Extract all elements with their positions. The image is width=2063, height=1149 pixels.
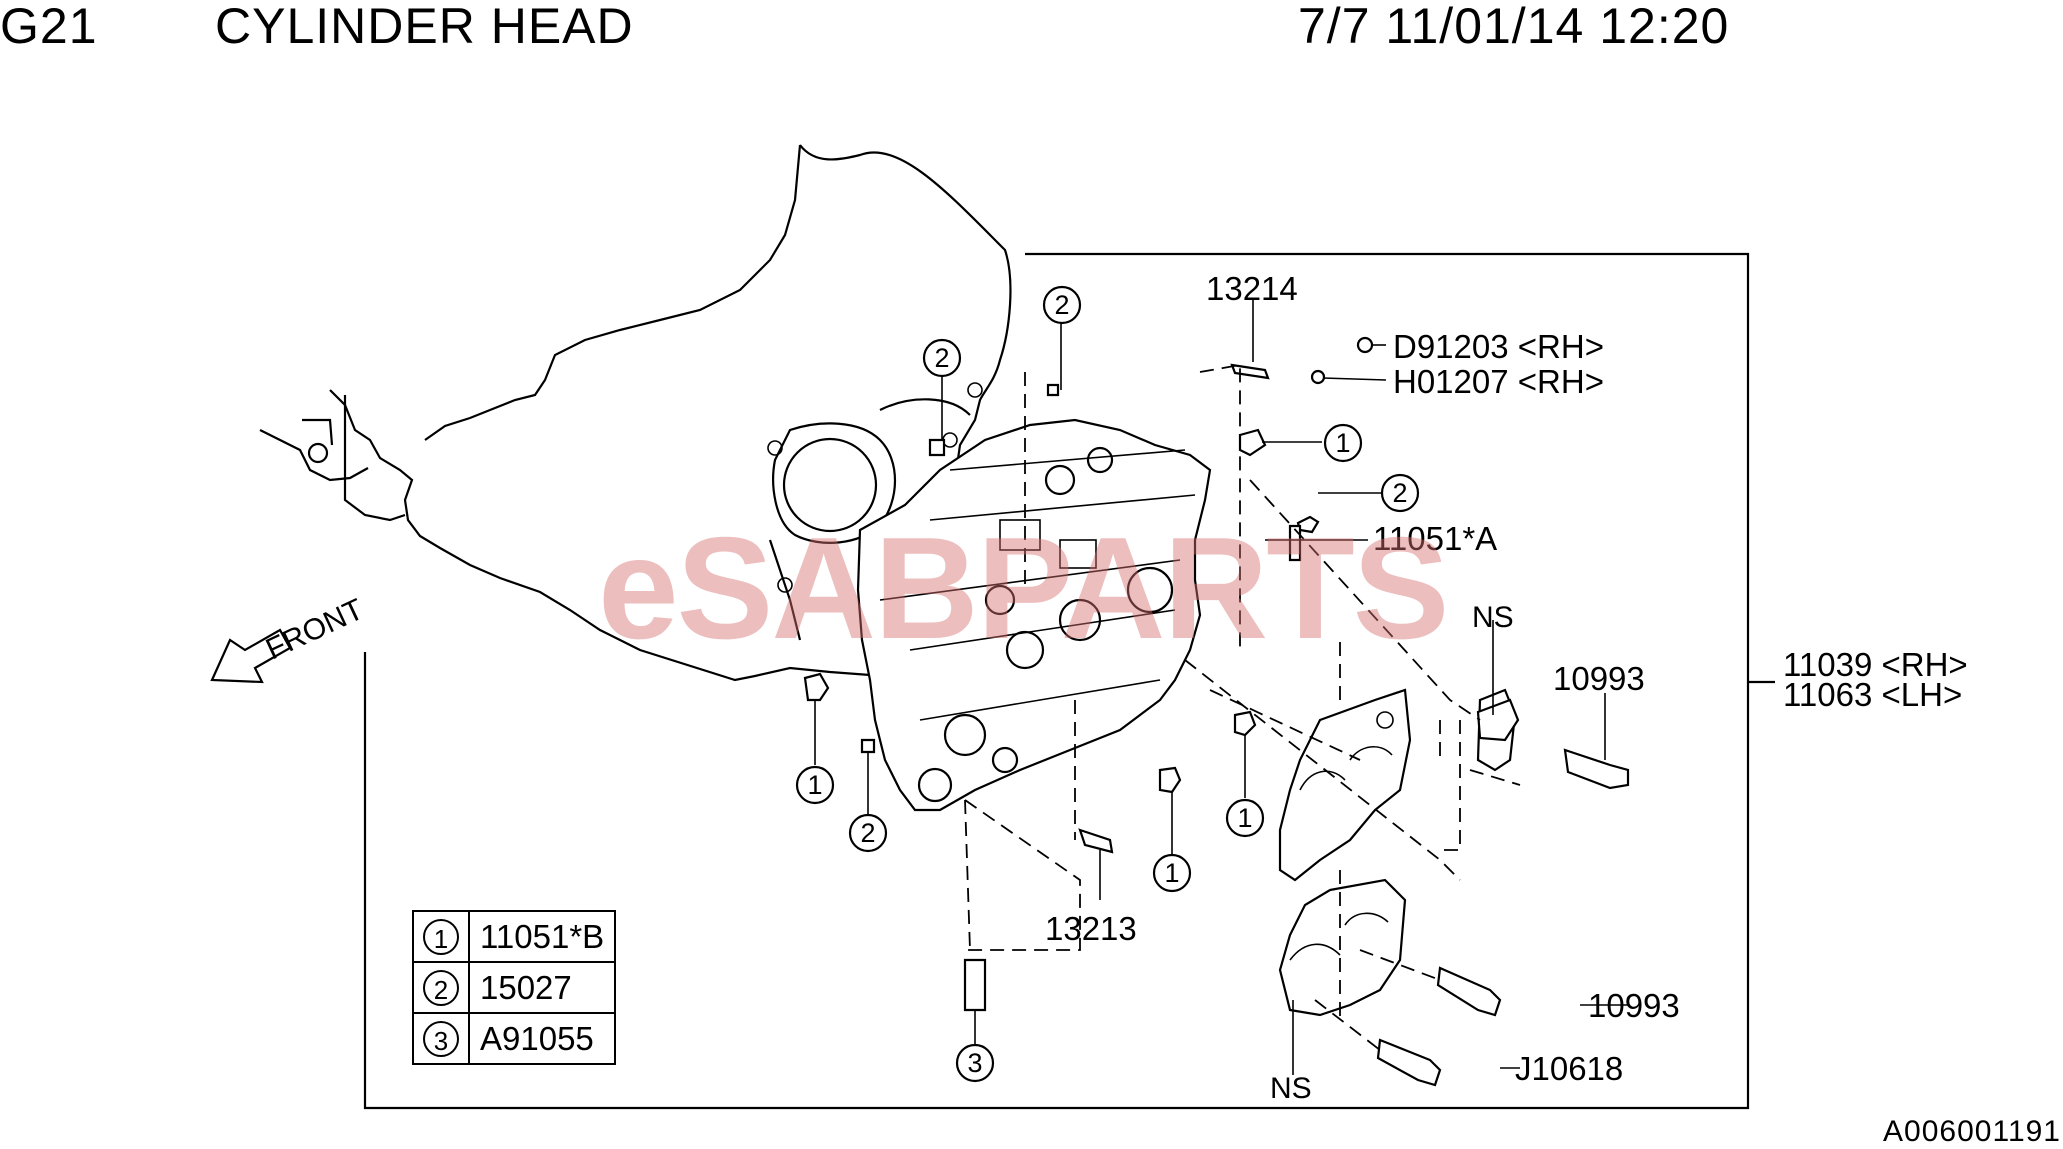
legend-symbol-cell: 2: [412, 961, 470, 1014]
legend-row: 1 11051*B: [412, 910, 617, 963]
assembly-dashed-lines: [964, 363, 1521, 1051]
circle-ref-label: 1: [1164, 858, 1179, 888]
circle-ref-label: 1: [1237, 803, 1252, 833]
parts-legend-table: 1 11051*B 2 15027 3 A91055: [412, 910, 617, 1065]
callout-11039: 11039 <RH>: [1783, 646, 1968, 683]
page-title: CYLINDER HEAD: [215, 0, 634, 54]
legend-part-cell: A91055: [467, 1012, 617, 1065]
camshaft-cap-lower: [1278, 878, 1407, 1017]
circle-ref-2-b: 2: [922, 338, 962, 378]
engine-block-outline: [259, 144, 1012, 682]
leader-lines: [814, 300, 1630, 1075]
circle-ref-label: 2: [860, 818, 875, 848]
circle-ref-2-a: 2: [1042, 285, 1082, 325]
circle-ref-label: 2: [934, 343, 949, 373]
callout-h01207: H01207 <RH>: [1393, 363, 1604, 400]
legend-row: 3 A91055: [412, 1012, 617, 1065]
callout-13213: 13213: [1045, 910, 1137, 947]
page-date: 7/7 11/01/14 12:20: [1298, 0, 1730, 54]
circle-ref-label: 3: [967, 1048, 982, 1078]
callout-ns-bottom: NS: [1270, 1072, 1312, 1105]
circle-ref-1-b: 1: [795, 765, 835, 805]
circle-2-icon: 2: [423, 969, 459, 1006]
circle-ref-2-c: 2: [1380, 473, 1420, 513]
legend-part-cell: 11051*B: [467, 910, 617, 963]
plugs-and-bolts: [803, 336, 1630, 1087]
front-arrow-icon: FRONT: [210, 593, 369, 684]
legend-symbol-cell: 3: [412, 1012, 470, 1065]
circle-ref-label: 2: [1392, 478, 1407, 508]
circle-3-icon: 3: [423, 1020, 459, 1057]
watermark-logo: eSABPARTS: [598, 505, 1450, 672]
circle-ref-label: 2: [1054, 290, 1069, 320]
legend-part-cell: 15027: [467, 961, 617, 1014]
circle-ref-label: 1: [1335, 428, 1350, 458]
circle-ref-label: 1: [807, 770, 822, 800]
watermark-right: PARTS: [976, 507, 1450, 669]
callout-10993-top: 10993: [1553, 660, 1645, 697]
circle-1-icon: 1: [423, 918, 459, 955]
legend-row: 2 15027: [412, 961, 617, 1014]
legend-symbol-cell: 1: [412, 910, 470, 963]
circle-ref-1-a: 1: [1323, 423, 1363, 463]
circle-ref-1-d: 1: [1225, 798, 1265, 838]
callout-11063: 11063 <LH>: [1783, 676, 1962, 713]
callout-ns-top: NS: [1472, 601, 1514, 634]
diagram-code: A006001191: [1883, 1115, 2061, 1148]
callout-11051-a: 11051*A: [1373, 520, 1497, 557]
callout-10993-bottom: 10993: [1588, 987, 1680, 1024]
circle-ref-2-d: 2: [848, 813, 888, 853]
circle-ref-1-c: 1: [1152, 853, 1192, 893]
callout-13214: 13214: [1206, 270, 1298, 307]
assembly-bracket: [363, 252, 1750, 1110]
watermark-left: eSAB: [598, 507, 979, 669]
circle-ref-3: 3: [955, 1043, 995, 1083]
callout-j10618: J10618: [1515, 1050, 1623, 1087]
callout-d91203: D91203 <RH>: [1393, 328, 1604, 365]
group-code: G21: [0, 0, 98, 54]
front-label: FRONT: [261, 593, 369, 667]
cylinder-head-part: [856, 418, 1212, 812]
